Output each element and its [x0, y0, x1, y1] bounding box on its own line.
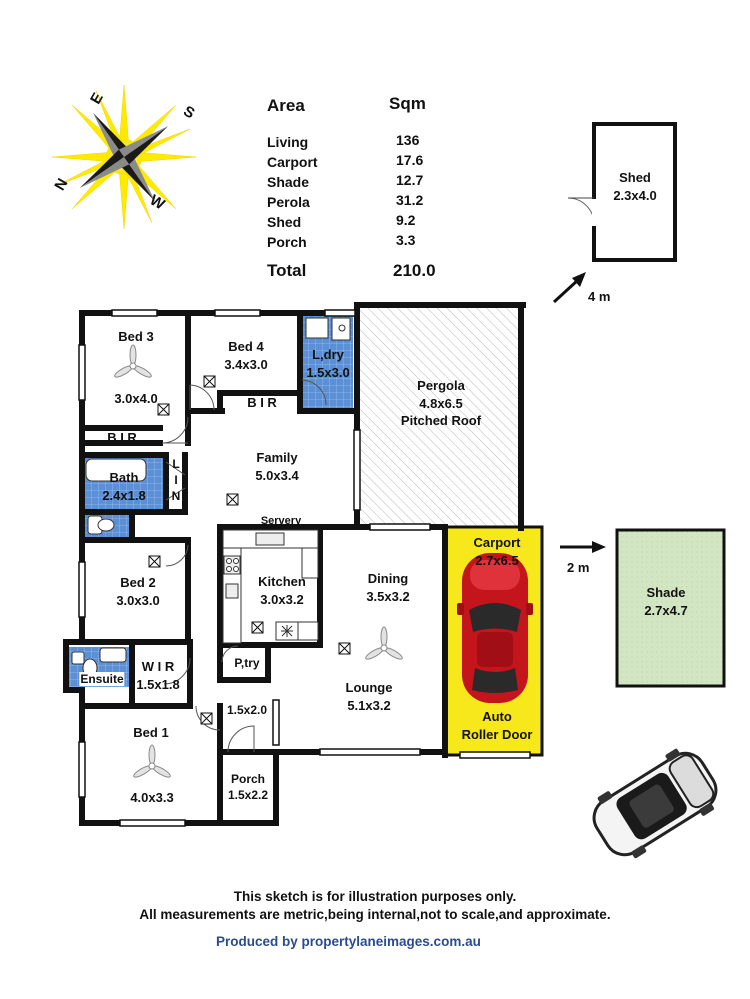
- total-value: 210.0: [393, 261, 436, 280]
- room-name: Pergola: [417, 378, 465, 393]
- area-row-label: Porch: [267, 234, 307, 250]
- room-size-bed3: 3.0x4.0: [114, 391, 158, 406]
- car-icon: [457, 553, 533, 703]
- room-size: 3.4x3.0: [224, 356, 268, 372]
- area-header: Area: [267, 96, 305, 115]
- ceiling-fan-icon: [114, 344, 403, 778]
- room-size: 5.1x3.2: [347, 697, 391, 713]
- room-size: 2.7x6.5: [475, 552, 519, 568]
- roller-door-label: Roller Door: [461, 726, 533, 742]
- area-row-value: 12.7: [396, 172, 424, 188]
- room-name: Shed: [619, 170, 651, 185]
- shade-area: [615, 528, 726, 688]
- room-name: Bed 3: [118, 329, 154, 344]
- area-row-value: 136: [396, 132, 420, 148]
- room-label-porch: Porch 1.5x2.2: [228, 771, 268, 803]
- smoke-alarm-icon: [148, 375, 351, 725]
- room-label-bed4: Bed 4 3.4x3.0: [224, 338, 267, 373]
- room-size: 2.4x1.8: [102, 487, 146, 503]
- room-label-shed: Shed 2.3x4.0: [613, 169, 656, 204]
- room-label-bath: Bath 2.4x1.8: [102, 469, 145, 504]
- area-row-value: 9.2: [396, 212, 416, 228]
- room-label-family: Family 5.0x3.4: [255, 449, 298, 484]
- room-size: 1.5x3.0: [306, 364, 350, 380]
- area-row-value: 31.2: [396, 192, 424, 208]
- area-row-label: Perola: [267, 194, 310, 210]
- room-size: 5.0x3.4: [255, 467, 299, 483]
- room-label-kitchen: Kitchen 3.0x3.2: [258, 573, 306, 608]
- linen-label: L I N: [171, 457, 181, 503]
- room-size: 2.7x4.7: [644, 602, 688, 618]
- sqm-header: Sqm: [389, 94, 426, 113]
- room-size: 1.5x2.2: [227, 788, 269, 803]
- bir-label-bed4: B I R: [247, 395, 277, 410]
- entry-size-label: 1.5x2.0: [226, 703, 268, 717]
- room-size: 4.8x6.5: [419, 395, 463, 411]
- room-label-bed3: Bed 3: [118, 328, 153, 346]
- area-row-label: Shed: [267, 214, 302, 230]
- room-label-lounge: Lounge 5.1x3.2: [346, 679, 393, 714]
- shed-distance-arrow-icon: [552, 272, 586, 304]
- windows: [78, 309, 531, 827]
- disclaimer-line-2: All measurements are metric,being intern…: [139, 907, 611, 922]
- room-note: Pitched Roof: [400, 413, 482, 429]
- room-label-wir: W I R 1.5x1.8: [136, 658, 179, 693]
- disclaimer-line-1: This sketch is for illustration purposes…: [233, 889, 517, 904]
- area-row-label: Living: [267, 134, 309, 150]
- room-label-dining: Dining 3.5x3.2: [366, 570, 409, 605]
- servery-label: Servery: [260, 515, 302, 527]
- room-label-bed2: Bed 2 3.0x3.0: [116, 574, 159, 609]
- walls: [63, 302, 526, 826]
- area-row-value: 3.3: [396, 232, 416, 248]
- room-name: Shade: [646, 585, 686, 600]
- room-label-laundry: L,dry 1.5x3.0: [306, 346, 349, 381]
- room-label-carport: Carport 2.7x6.5: [474, 534, 521, 569]
- room-size: 3.0x3.2: [260, 591, 304, 607]
- shade-distance-arrow-icon: [560, 541, 606, 553]
- room-name: Family: [256, 450, 298, 465]
- area-row-label: Carport: [267, 154, 318, 170]
- room-size: 3.0x3.0: [116, 592, 160, 608]
- room-size: 2.3x4.0: [613, 187, 657, 203]
- room-label-shade: Shade 2.7x4.7: [644, 584, 687, 619]
- room-name: Bed 4: [228, 339, 264, 354]
- total-label: Total: [267, 261, 307, 280]
- room-name: Lounge: [345, 680, 393, 695]
- shed-distance-label: 4 m: [588, 289, 611, 304]
- room-label-bed1: Bed 1: [133, 725, 169, 740]
- mini-car-icon: [592, 748, 718, 859]
- room-name: Bath: [109, 470, 139, 485]
- area-row-value: 17.6: [396, 152, 424, 168]
- compass-rose-icon: [51, 84, 197, 230]
- room-size: 3.5x3.2: [366, 588, 410, 604]
- room-name: Dining: [367, 571, 409, 586]
- room-name: Carport: [473, 535, 521, 550]
- room-label-pergola: Pergola 4.8x6.5 Pitched Roof: [401, 377, 481, 430]
- credit-line: Produced by propertylaneimages.com.au: [216, 934, 481, 949]
- room-size-bed1: 4.0x3.3: [130, 790, 174, 805]
- ensuite-label: Ensuite: [79, 672, 125, 686]
- room-name: L,dry: [312, 347, 344, 362]
- room-name: Porch: [230, 772, 266, 786]
- auto-label: Auto: [482, 709, 512, 724]
- pantry-label: P,try: [234, 656, 260, 670]
- room-size: 1.5x1.8: [136, 676, 180, 692]
- bir-label-bed3: B I R: [107, 430, 137, 445]
- room-name: Kitchen: [258, 574, 306, 589]
- shed-outline: [592, 122, 677, 262]
- area-row-label: Shade: [267, 174, 310, 190]
- kitchen-fixtures: [222, 529, 319, 644]
- auto-roller-door-label: Auto Roller Door: [462, 708, 533, 743]
- room-name: W I R: [141, 659, 175, 674]
- shade-distance-label: 2 m: [567, 560, 590, 575]
- room-name: Bed 2: [120, 575, 156, 590]
